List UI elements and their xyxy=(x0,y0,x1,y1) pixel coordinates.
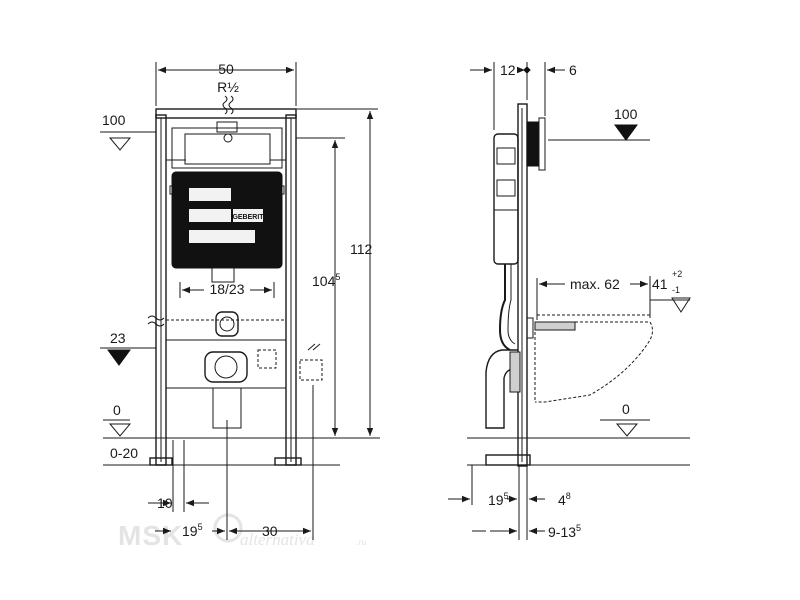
side-level-0: 0 xyxy=(600,401,650,437)
bowl-height-minus: -1 xyxy=(672,285,680,295)
side-drain-elbow xyxy=(485,349,521,429)
side-cistern xyxy=(493,133,519,265)
watermark-script: alternativa xyxy=(240,530,315,549)
level-marker-23: 23 xyxy=(100,330,156,366)
bottom-right-label: 30 xyxy=(262,523,278,539)
level-100-label: 100 xyxy=(102,112,126,128)
side-dim-bottom: 195 48 9-135 xyxy=(448,465,581,540)
side-dim-bowl: max. 62 41 +2 -1 xyxy=(536,269,691,320)
frame-uprights xyxy=(149,108,302,466)
level-0-label: 0 xyxy=(113,402,121,418)
side-flush-pipe xyxy=(498,264,516,351)
front-view: GEBERIT xyxy=(100,61,380,540)
side-toilet-bowl xyxy=(534,314,653,403)
dim-frame-height: 1045 xyxy=(296,137,345,436)
flush-panel-brand: GEBERIT xyxy=(232,214,264,221)
side-top-left-label: 12 xyxy=(500,62,516,78)
bottom-offset-label: 195 xyxy=(182,522,203,539)
watermark: MSK alternativa .ru xyxy=(118,513,367,551)
dim-total-height: 112 xyxy=(296,108,378,436)
bottom-left-label: 10 xyxy=(157,495,173,511)
side-level-100: 100 xyxy=(548,106,650,141)
side-top-right-label: 6 xyxy=(569,62,577,78)
bolt-spacing-label: 18/23 xyxy=(209,281,244,297)
level-marker-100: 100 xyxy=(100,112,156,151)
dim-bolt-spacing: 18/23 xyxy=(179,281,275,298)
frame-height-label: 1045 xyxy=(312,272,340,289)
side-level-0-label: 0 xyxy=(622,401,630,417)
width-label: 50 xyxy=(218,61,234,77)
side-dim-top: 12 6 xyxy=(470,62,577,130)
watermark-domain: .ru xyxy=(356,537,367,547)
side-bottom-offset-label: 195 xyxy=(488,491,509,508)
dim-width: 50 R½ xyxy=(155,61,297,106)
outlet-assembly xyxy=(147,267,323,429)
bowl-height-plus: +2 xyxy=(672,269,682,279)
bowl-height-label: 41 xyxy=(652,276,668,292)
side-frame-profile xyxy=(485,103,546,467)
water-supply-icon xyxy=(222,95,234,115)
floor-range-label: 0-20 xyxy=(110,445,138,461)
pipe-label: R½ xyxy=(217,79,239,95)
bowl-depth-label: max. 62 xyxy=(570,276,620,292)
level-marker-0: 0 0-20 xyxy=(103,402,138,461)
level-23-label: 23 xyxy=(110,330,126,346)
side-level-100-label: 100 xyxy=(614,106,638,122)
dim-bottom-front: 10 195 30 xyxy=(148,385,314,540)
side-view: 12 6 100 max. 62 41 +2 -1 0 xyxy=(448,62,691,540)
cistern-body: GEBERIT xyxy=(171,171,283,269)
side-bottom-wall-label: 48 xyxy=(558,491,571,508)
side-bottom-range-label: 9-135 xyxy=(548,523,581,540)
total-height-label: 112 xyxy=(350,241,373,257)
watermark-brand: MSK xyxy=(118,520,183,551)
